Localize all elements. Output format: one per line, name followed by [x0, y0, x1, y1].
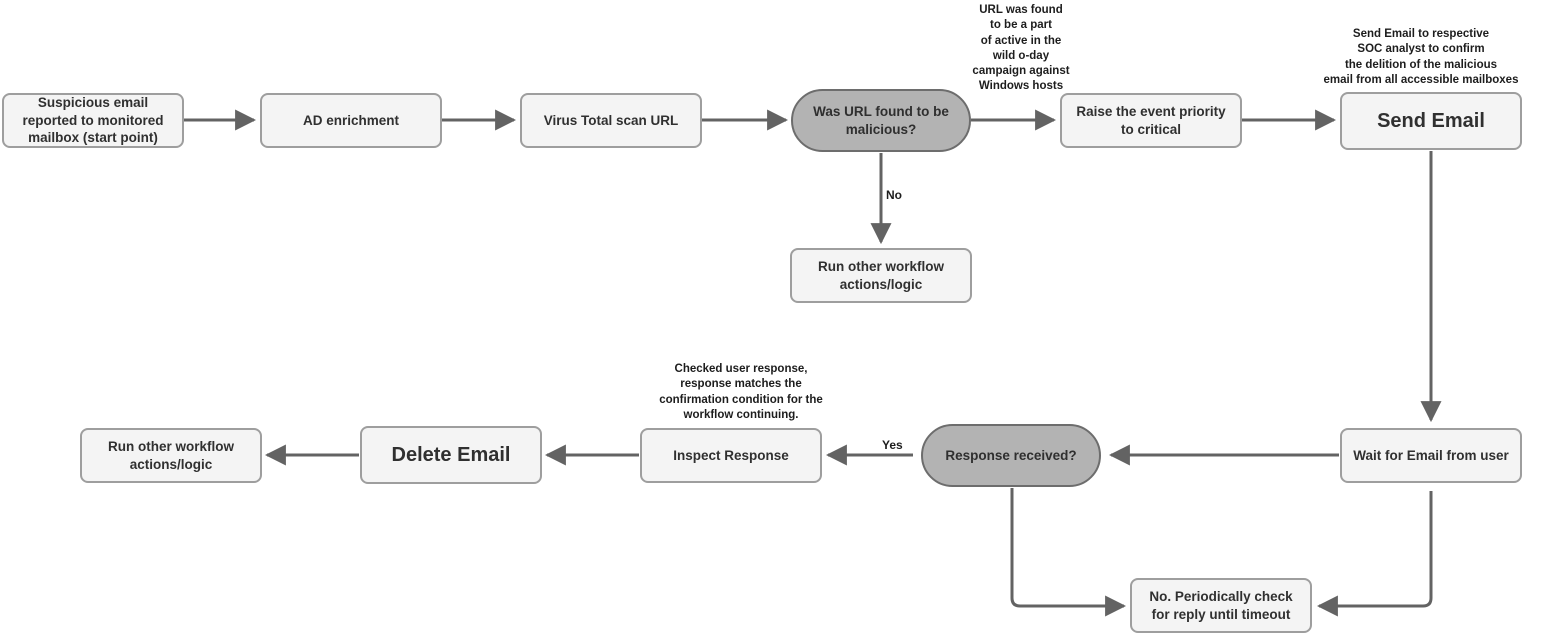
node-delete-email[interactable]: Delete Email [360, 426, 542, 484]
node-send-email[interactable]: Send Email [1340, 92, 1522, 150]
annotation-soc-analyst-confirm: Send Email to respective SOC analyst to … [1323, 28, 1519, 86]
node-wait-for-email[interactable]: Wait for Email from user [1340, 428, 1522, 483]
edge-label-yes: Yes [882, 438, 903, 452]
edge-label-no: No [886, 188, 902, 202]
node-decision-url-malicious[interactable]: Was URL found to be malicious? [791, 89, 971, 152]
node-raise-event-priority[interactable]: Raise the event priority to critical [1060, 93, 1242, 148]
annotation-checked-user-response: Checked user response, response matches … [659, 363, 823, 421]
node-run-other-workflow-1[interactable]: Run other workflow actions/logic [790, 248, 972, 303]
node-inspect-response[interactable]: Inspect Response [640, 428, 822, 483]
node-decision-response-received[interactable]: Response received? [921, 424, 1101, 487]
node-run-other-workflow-2[interactable]: Run other workflow actions/logic [80, 428, 262, 483]
node-periodic-check[interactable]: No. Periodically check for reply until t… [1130, 578, 1312, 633]
edge-wait-to-periodic [1316, 491, 1433, 617]
edge-decision2-to-periodic [1010, 488, 1127, 617]
annotation-zero-day-campaign: URL was found to be a part of active in … [972, 4, 1070, 93]
node-ad-enrichment[interactable]: AD enrichment [260, 93, 442, 148]
node-start[interactable]: Suspicious email reported to monitored m… [2, 93, 184, 148]
node-virus-total-scan-url[interactable]: Virus Total scan URL [520, 93, 702, 148]
